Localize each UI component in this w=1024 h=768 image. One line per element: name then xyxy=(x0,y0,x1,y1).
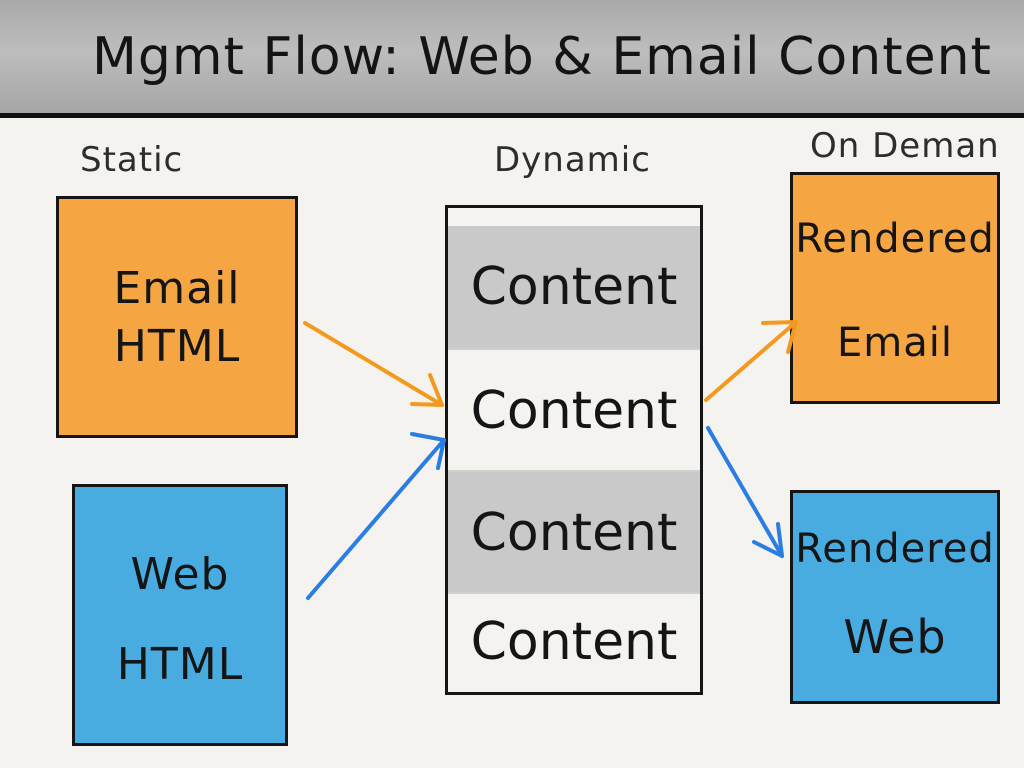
arrow-content-to-rendered-web xyxy=(706,426,784,558)
rendered-email-line1: Rendered xyxy=(795,216,995,262)
email-html-line2: HTML xyxy=(113,321,241,372)
diagram-title: Mgmt Flow: Web & Email Content xyxy=(92,27,992,87)
rendered-web-box: Rendered Web xyxy=(790,490,1000,704)
column-label-dynamic: Dynamic xyxy=(494,140,651,180)
web-html-line2: HTML xyxy=(116,639,244,690)
rendered-email-box: Rendered Email xyxy=(790,172,1000,404)
arrow-content-to-rendered-email xyxy=(704,320,798,402)
column-label-on-demand: On Deman xyxy=(810,126,1000,166)
content-block-4: Content xyxy=(448,592,700,692)
content-block-1: Content xyxy=(448,226,700,348)
rendered-web-line1: Rendered xyxy=(795,526,995,572)
dynamic-content-stack: Content Content Content Content xyxy=(445,205,703,695)
arrow-email-to-content xyxy=(303,321,444,407)
title-banner: Mgmt Flow: Web & Email Content xyxy=(0,0,1024,118)
email-html-box: Email HTML xyxy=(56,196,298,438)
web-html-line1: Web xyxy=(130,549,230,600)
email-html-line1: Email xyxy=(113,263,241,314)
rendered-web-line2: Web xyxy=(843,610,947,664)
arrow-web-to-content xyxy=(306,432,446,600)
rendered-email-line2: Email xyxy=(837,320,953,366)
content-block-2: Content xyxy=(448,348,700,470)
column-label-static: Static xyxy=(80,140,184,180)
content-block-3: Content xyxy=(448,470,700,592)
web-html-box: Web HTML xyxy=(72,484,288,746)
